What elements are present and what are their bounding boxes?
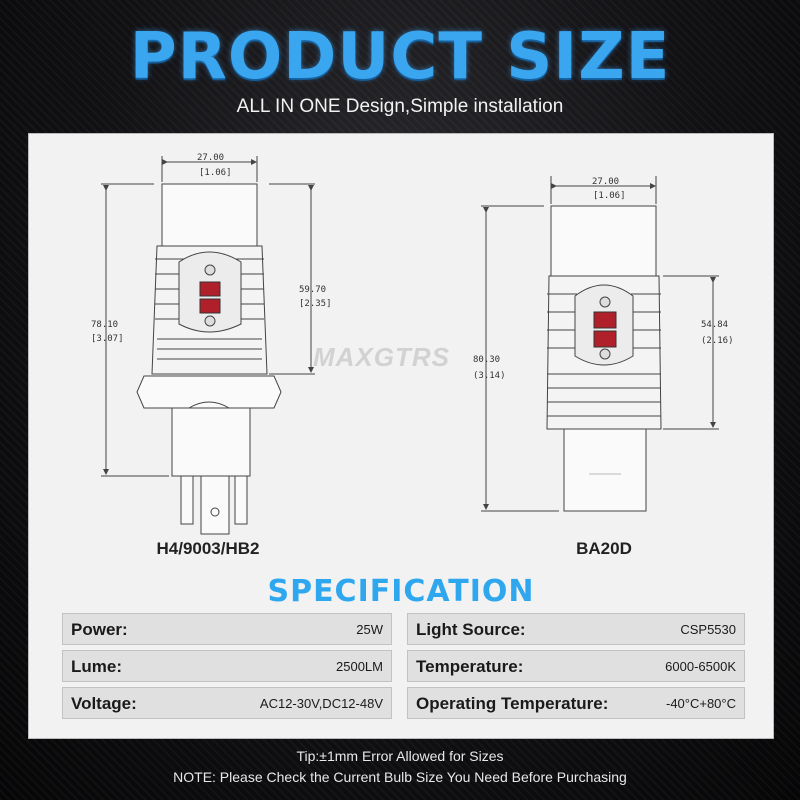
spec-row-operating-temperature: Operating Temperature: -40°C+80°C	[407, 687, 745, 719]
footer-tip: Tip:±1mm Error Allowed for Sizes	[296, 748, 504, 764]
page-subtitle: ALL IN ONE Design,Simple installation	[236, 96, 564, 117]
spec-label: Voltage:	[71, 694, 137, 713]
h4-bulb-label: H4/9003/HB2	[156, 539, 260, 558]
h4-bulb-drawing	[101, 156, 315, 535]
product-panel: 27.00 [1.06] 59.70 [2.35] 78.10 [3.07]	[28, 133, 774, 739]
spec-row-temperature: Temperature: 6000-6500K	[407, 650, 745, 682]
spec-value: -40°C+80°C	[665, 696, 736, 711]
spec-value: 25W	[356, 622, 383, 637]
spec-value: 2500LM	[336, 659, 383, 674]
spec-value: AC12-30V,DC12-48V	[259, 696, 383, 711]
h4-body-mm: 59.70	[299, 285, 326, 295]
spec-label: Operating Temperature:	[416, 694, 609, 713]
spec-label: Temperature:	[416, 657, 524, 676]
spec-row-power: Power: 25W	[62, 613, 392, 645]
watermark-logo: MAXGTRS	[313, 342, 450, 372]
ba20d-body-mm: 54.84	[701, 320, 728, 330]
ba20d-width-mm: 27.00	[592, 177, 619, 187]
ba20d-bulb-label: BA20D	[576, 539, 632, 558]
h4-body-in: [2.35]	[299, 299, 332, 309]
spec-label: Power:	[71, 620, 128, 639]
ba20d-total-mm: 80.30	[473, 355, 500, 365]
spec-row-voltage: Voltage: AC12-30V,DC12-48V	[62, 687, 392, 719]
spec-row-lume: Lume: 2500LM	[62, 650, 392, 682]
ba20d-total-in: (3.14)	[473, 371, 506, 381]
h4-total-mm: 78.10	[91, 320, 118, 330]
spec-title: SPECIFICATION	[267, 574, 535, 609]
page-title: PRODUCT SIZE	[129, 20, 671, 94]
h4-width-mm: 27.00	[197, 153, 224, 163]
h4-total-in: [3.07]	[91, 334, 124, 344]
ba20d-body-in: (2.16)	[701, 336, 734, 346]
ba20d-width-in: [1.06]	[593, 191, 626, 201]
spec-label: Lume:	[71, 657, 122, 676]
dimension-drawing: 27.00 [1.06] 59.70 [2.35] 78.10 [3.07]	[91, 153, 734, 535]
spec-label: Light Source:	[416, 620, 526, 639]
spec-value: 6000-6500K	[665, 659, 736, 674]
spec-row-light-source: Light Source: CSP5530	[407, 613, 745, 645]
spec-value: CSP5530	[680, 622, 736, 637]
ba20d-bulb-drawing	[481, 176, 719, 512]
footer-note: NOTE: Please Check the Current Bulb Size…	[173, 769, 627, 785]
h4-width-in: [1.06]	[199, 168, 232, 178]
